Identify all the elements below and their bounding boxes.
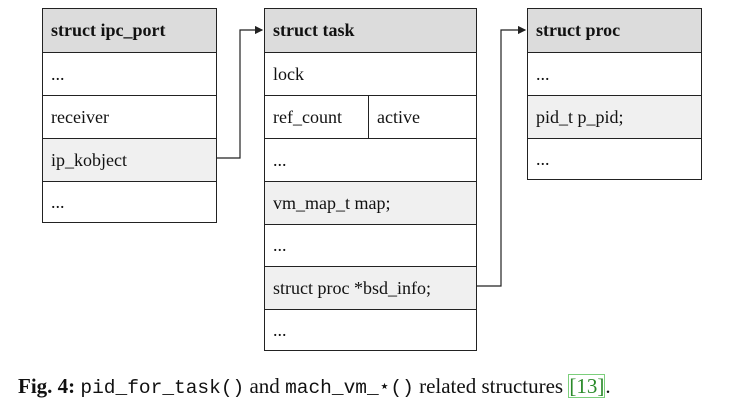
- task-cell-active: active: [377, 106, 420, 127]
- task-row-vm-map: vm_map_t map;: [265, 181, 476, 224]
- task-row-lock: lock: [265, 52, 476, 95]
- task-title: struct task: [265, 9, 476, 52]
- citation-link[interactable]: [13]: [568, 374, 606, 398]
- ipc-port-title: struct ipc_port: [43, 9, 216, 52]
- proc-row-pid: pid_t p_pid;: [528, 95, 701, 138]
- ipc-port-row-kobject: ip_kobject: [43, 138, 216, 181]
- ipc-port-row: ...: [43, 52, 216, 95]
- proc-row: ...: [528, 138, 701, 179]
- caption-end: .: [605, 374, 611, 398]
- task-cell-ref-count: ref_count: [265, 96, 369, 138]
- proc-row: ...: [528, 52, 701, 95]
- bsd-info-to-proc-arrow: [477, 25, 527, 287]
- task-row: ...: [265, 224, 476, 266]
- proc-title: struct proc: [528, 9, 701, 52]
- task-row-bsd-info: struct proc *bsd_info;: [265, 266, 476, 309]
- caption-label: Fig. 4:: [18, 374, 76, 398]
- ipc-port-row: ...: [43, 181, 216, 222]
- kobject-to-task-arrow: [217, 25, 264, 159]
- task-row: ...: [265, 138, 476, 181]
- caption-and: and: [249, 374, 280, 398]
- task-struct: struct task lock ref_count active ... vm…: [264, 8, 477, 351]
- caption-code-pid-for-task: pid_for_task(): [80, 377, 245, 399]
- caption-tail: related structures: [419, 374, 564, 398]
- caption-code-mach-vm: mach_vm_⋆(): [285, 377, 414, 399]
- task-row-refcount-active: ref_count active: [265, 95, 476, 138]
- figure-caption: Fig. 4: pid_for_task() and mach_vm_⋆() r…: [18, 374, 738, 399]
- ipc-port-row: receiver: [43, 95, 216, 138]
- proc-struct: struct proc ... pid_t p_pid; ...: [527, 8, 702, 180]
- ipc-port-struct: struct ipc_port ... receiver ip_kobject …: [42, 8, 217, 223]
- task-row: ...: [265, 309, 476, 350]
